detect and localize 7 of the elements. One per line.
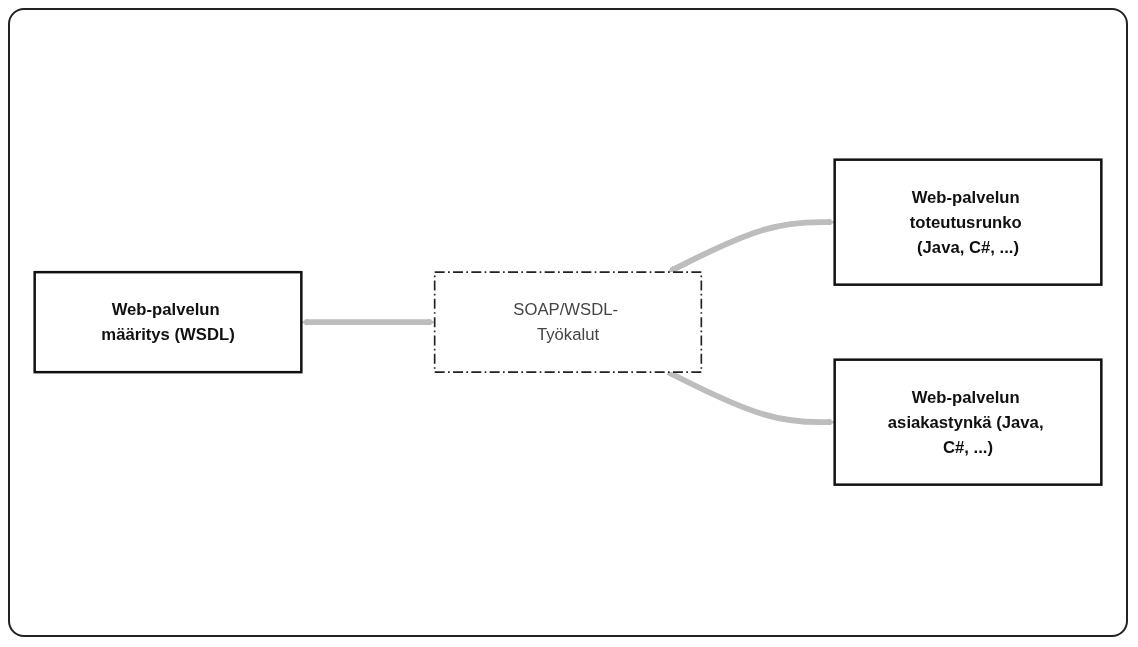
arrow: [667, 218, 835, 274]
diagram-frame: Web-palvelun määritys (WSDL) SOAP/WSDL- Työkalut Web-palvelun toteutusrunko (Java, C#, ...) Web-palvelun asiakastynkä (Java, C#, ...): [8, 8, 1128, 637]
node-box: [33, 271, 303, 374]
node-box: [433, 271, 703, 374]
node-box: [833, 358, 1103, 487]
arrow: [301, 318, 435, 327]
node-box: [833, 158, 1103, 287]
